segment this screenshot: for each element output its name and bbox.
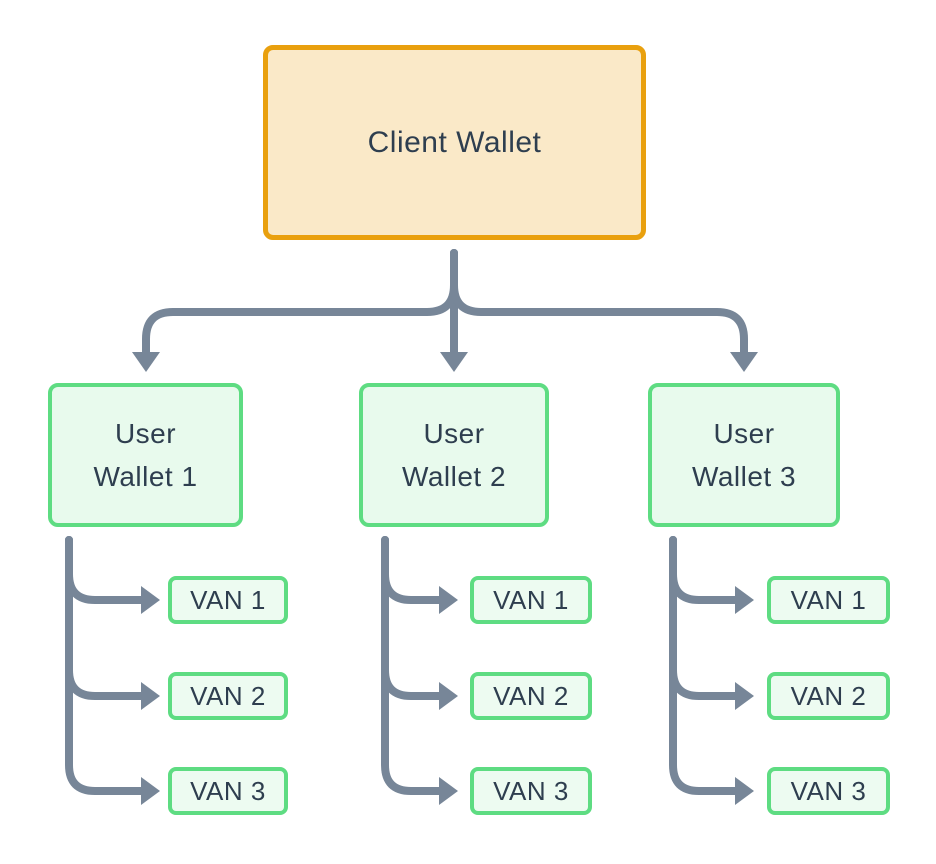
arrowhead-w3-van-1 (735, 586, 754, 614)
user-wallet-2-label-line-2: Wallet 2 (401, 461, 507, 492)
client-wallet-label: Client Wallet (367, 125, 542, 159)
wallet-1-van-2-label: VAN 2 (190, 680, 266, 711)
user-wallet-3-node: User Wallet 3 (648, 383, 840, 527)
arrowhead-wallet-3 (730, 352, 758, 372)
arrowhead-w1-van-3 (141, 777, 160, 805)
user-wallet-1-label-line-1: User (114, 418, 177, 449)
edge-client-to-wallet-1 (142, 249, 458, 356)
edge-wallet-1-to-van-2 (65, 536, 145, 700)
user-wallet-1-node: User Wallet 1 (48, 383, 243, 527)
wallet-1-van-3-node: VAN 3 (168, 767, 288, 815)
wallet-2-van-3-node: VAN 3 (470, 767, 592, 815)
user-wallet-1-label-line-2: Wallet 1 (93, 461, 198, 492)
edge-wallet-1-to-van-3 (65, 536, 145, 795)
arrowhead-wallet-2 (440, 352, 468, 372)
arrowhead-wallet-1 (132, 352, 160, 372)
arrowhead-w3-van-3 (735, 777, 754, 805)
user-wallet-2-label-line-1: User (423, 418, 485, 449)
wallet-3-van-2-label: VAN 2 (790, 680, 867, 711)
wallet-1-van-3-label: VAN 3 (190, 775, 266, 806)
wallet-3-van-1-node: VAN 1 (767, 576, 890, 624)
edge-client-to-wallet-3 (450, 249, 748, 356)
arrowhead-w1-van-1 (141, 586, 160, 614)
user-wallet-3-label-line-1: User (713, 418, 775, 449)
arrowhead-w2-van-3 (439, 777, 458, 805)
wallet-2-van-2-label: VAN 2 (493, 680, 569, 711)
edge-wallet-2-to-van-3 (381, 536, 443, 795)
wallet-3-van-3-node: VAN 3 (767, 767, 890, 815)
edge-wallet-2-to-van-1 (381, 536, 443, 604)
wallet-2-van-1-node: VAN 1 (470, 576, 592, 624)
wallet-2-van-2-node: VAN 2 (470, 672, 592, 720)
arrowhead-w3-van-2 (735, 682, 754, 710)
wallet-1-van-2-node: VAN 2 (168, 672, 288, 720)
edge-wallet-3-to-van-2 (669, 536, 739, 700)
wallet-1-van-1-label: VAN 1 (190, 584, 266, 615)
arrowhead-w2-van-2 (439, 682, 458, 710)
wallet-2-van-3-label: VAN 3 (493, 775, 569, 806)
edge-wallet-3-to-van-1 (669, 536, 739, 604)
user-wallet-3-label-line-2: Wallet 3 (691, 461, 797, 492)
wallet-2-van-1-label: VAN 1 (493, 584, 569, 615)
edge-wallet-1-to-van-1 (65, 536, 145, 604)
wallet-3-van-1-label: VAN 1 (790, 584, 867, 615)
edge-wallet-2-to-van-2 (381, 536, 443, 700)
wallet-1-van-1-node: VAN 1 (168, 576, 288, 624)
user-wallet-2-node: User Wallet 2 (359, 383, 549, 527)
arrowhead-w1-van-2 (141, 682, 160, 710)
arrowhead-w2-van-1 (439, 586, 458, 614)
wallet-3-van-2-node: VAN 2 (767, 672, 890, 720)
edge-wallet-3-to-van-3 (669, 536, 739, 795)
wallet-3-van-3-label: VAN 3 (790, 775, 867, 806)
client-wallet-node: Client Wallet (263, 45, 646, 240)
